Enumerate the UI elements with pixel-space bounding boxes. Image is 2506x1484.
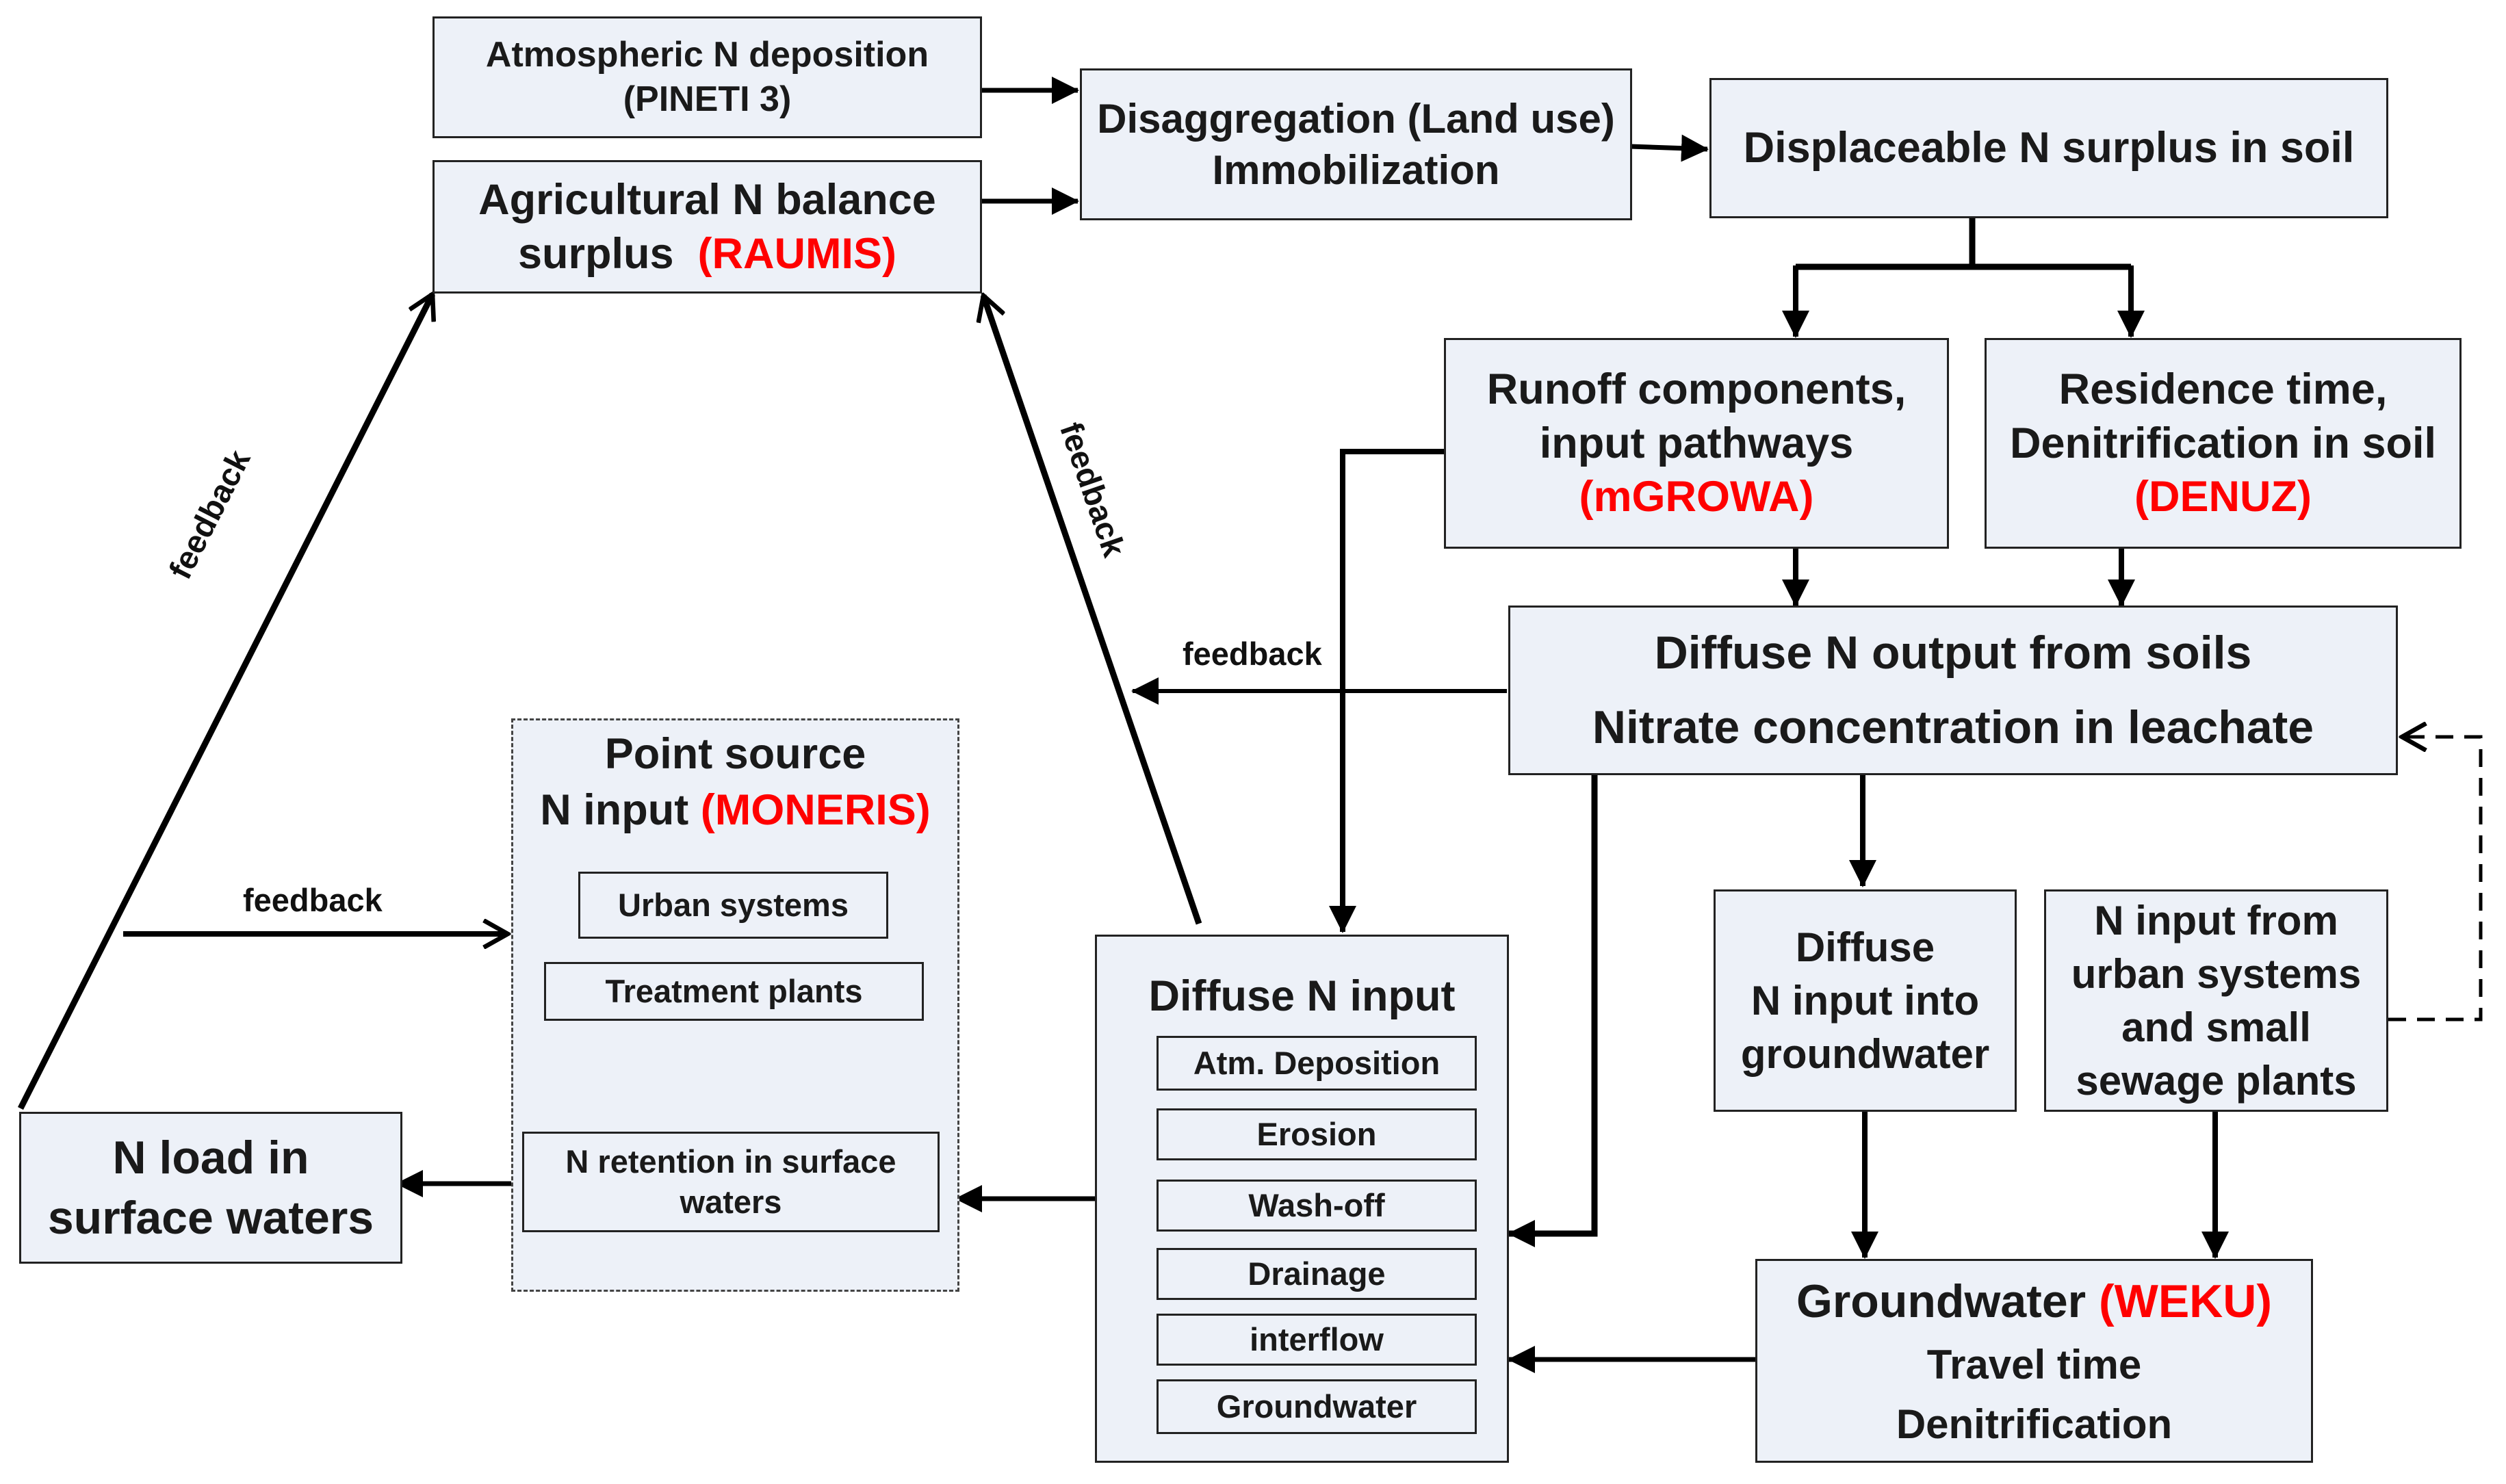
n-load-line2: surface waters (47, 1192, 374, 1244)
arrow-runoff-to-diffuse-input (1329, 449, 1444, 933)
feedback-label-point: feedback (243, 882, 383, 918)
point-source-model: (MONERIS) (700, 785, 931, 834)
agri-balance-box: Agricultural N balance surplus (RAUMIS) (432, 160, 982, 294)
arrow-diffuse-feedback-to-agri (983, 296, 1202, 925)
atm-deposition-box: Atmospheric N deposition (PINETI 3) (432, 16, 982, 138)
n-load-line1: N load in (112, 1131, 309, 1184)
residence-line2: Denitrification in soil (2009, 419, 2437, 467)
groundwater-line1: Groundwater (1796, 1275, 2087, 1327)
interflow-item: interflow (1157, 1314, 1477, 1366)
runoff-model: (mGROWA) (1579, 473, 1814, 521)
diffuse-output-box: Diffuse N output from soils Nitrate conc… (1508, 606, 2398, 775)
urban-systems-box: Urban systems (578, 872, 888, 939)
residence-box: Residence time, Denitrification in soil … (1985, 338, 2462, 549)
urban-input-box: N input from urban systems and small sew… (2044, 889, 2388, 1112)
runoff-box: Runoff components, input pathways (mGROW… (1444, 338, 1949, 549)
arrow-disagg-to-displaceable (1629, 134, 1709, 162)
point-source-line1: Point source (604, 730, 866, 778)
diffuse-gw-line2: N input into (1751, 977, 1980, 1024)
washoff-item: Wash-off (1157, 1180, 1477, 1232)
diffuse-gw-box: Diffuse N input into groundwater (1714, 889, 2017, 1112)
groundwater-box: Groundwater (WEKU) Travel time Denitrifi… (1755, 1259, 2313, 1463)
erosion-item: Erosion (1157, 1108, 1477, 1160)
runoff-line1: Runoff components, (1486, 365, 1907, 413)
urban-input-line1: N input from (2094, 897, 2338, 943)
displaceable-line1: Displaceable N surplus in soil (1743, 124, 2355, 172)
point-source-title: Point source N input (MONERIS) (511, 727, 959, 839)
drainage-item: Drainage (1157, 1248, 1477, 1300)
retention-box: N retention in surface waters (522, 1132, 940, 1232)
residence-model: (DENUZ) (2134, 473, 2312, 521)
displaceable-box: Displaceable N surplus in soil (1709, 78, 2388, 218)
urban-input-line3: and small (2121, 1004, 2311, 1050)
agri-balance-line2: surplus (517, 229, 674, 278)
arrow-nload-feedback-to-agri (17, 294, 432, 1110)
diffuse-output-line2: Nitrate concentration in leachate (1592, 701, 2314, 753)
diffuse-gw-line1: Diffuse (1795, 924, 1935, 970)
arrow-output-to-washoff (1508, 775, 1598, 1247)
atm-deposition-item: Atm. Deposition (1157, 1036, 1477, 1091)
diffuse-output-line1: Diffuse N output from soils (1654, 627, 2252, 679)
arrow-urban-dashed-feedback (2388, 737, 2483, 1021)
urban-input-line2: urban systems (2071, 950, 2362, 997)
disaggregation-line2: Immobilization (1212, 147, 1500, 193)
atm-deposition-line1: Atmospheric N deposition (485, 35, 929, 75)
disaggregation-line1: Disaggregation (Land use) (1097, 96, 1615, 142)
disaggregation-box: Disaggregation (Land use) Immobilization (1080, 68, 1632, 220)
runoff-line2: input pathways (1539, 419, 1854, 467)
treatment-plants-box: Treatment plants (544, 962, 924, 1021)
groundwater-line2: Travel time (1926, 1342, 2142, 1388)
residence-line1: Residence time, (2058, 365, 2388, 413)
groundwater-item: Groundwater (1157, 1379, 1477, 1434)
agri-balance-model: (RAUMIS) (697, 229, 896, 278)
agri-balance-line1: Agricultural N balance (478, 175, 936, 224)
n-load-box: N load in surface waters (19, 1112, 402, 1264)
urban-input-line4: sewage plants (2076, 1057, 2357, 1104)
feedback-label-center: feedback (1183, 636, 1322, 672)
point-source-line2: N input (540, 785, 689, 834)
groundwater-model: (WEKU) (2099, 1275, 2273, 1327)
diffuse-gw-line3: groundwater (1740, 1030, 1990, 1077)
groundwater-line3: Denitrification (1896, 1401, 2173, 1448)
atm-deposition-line2: (PINETI 3) (623, 79, 792, 119)
diffuse-input-title: Diffuse N input (1148, 972, 1456, 1020)
